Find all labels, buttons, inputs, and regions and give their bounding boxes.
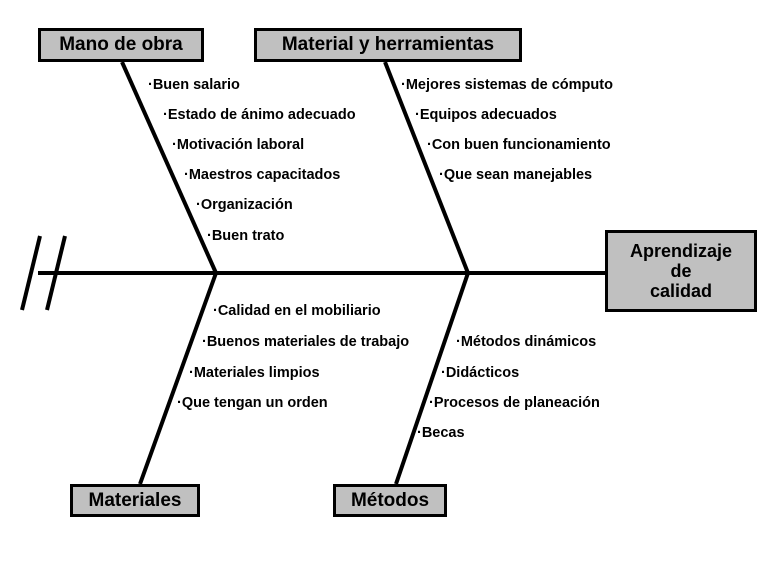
cause-materiales-2: ·Buenos materiales de trabajo — [202, 334, 410, 350]
bone-material-y-herramientas — [383, 61, 470, 274]
cause-materiales-4: ·Que tengan un orden — [177, 395, 328, 411]
tail-stroke-1 — [20, 235, 42, 311]
effect-label-line-1: Aprendizaje — [629, 240, 733, 261]
bone-mano-de-obra — [120, 61, 218, 274]
cause-material-y-herramientas-2: ·Equipos adecuados — [415, 107, 557, 123]
cause-mano-de-obra-4: ·Maestros capacitados — [184, 167, 341, 183]
cause-material-y-herramientas-3: ·Con buen funcionamiento — [427, 137, 611, 153]
effect-label-line-3: calidad — [649, 281, 713, 302]
effect-box-aprendizaje-de-calidad[interactable]: Aprendizaje de calidad — [605, 230, 757, 312]
cause-mano-de-obra-2: ·Estado de ánimo adecuado — [163, 107, 356, 123]
cause-materiales-3: ·Materiales limpios — [189, 365, 320, 381]
cause-mano-de-obra-3: ·Motivación laboral — [172, 137, 305, 153]
bone-metodos — [394, 272, 470, 485]
category-label-metodos: Métodos — [350, 489, 430, 511]
category-label-material-y-herramientas: Material y herramientas — [281, 34, 495, 56]
cause-metodos-1: ·Métodos dinámicos — [456, 334, 597, 350]
category-label-mano-de-obra: Mano de obra — [59, 34, 183, 56]
effect-label-line-2: de — [670, 260, 692, 281]
effect-box-label: Aprendizaje de calidad — [630, 241, 732, 301]
cause-materiales-1: ·Calidad en el mobiliario — [213, 303, 381, 319]
cause-material-y-herramientas-4: ·Que sean manejables — [439, 167, 593, 183]
cause-mano-de-obra-6: ·Buen trato — [207, 228, 285, 244]
cause-metodos-3: ·Procesos de planeación — [429, 395, 600, 411]
tail-stroke-2 — [45, 235, 67, 311]
category-box-material-y-herramientas[interactable]: Material y herramientas — [254, 28, 522, 62]
cause-material-y-herramientas-1: ·Mejores sistemas de cómputo — [401, 77, 613, 93]
cause-metodos-2: ·Didácticos — [441, 365, 520, 381]
category-box-metodos[interactable]: Métodos — [333, 484, 447, 517]
cause-mano-de-obra-1: ·Buen salario — [148, 77, 240, 93]
cause-metodos-4: ·Becas — [417, 425, 465, 441]
category-label-materiales: Materiales — [88, 489, 182, 511]
category-box-mano-de-obra[interactable]: Mano de obra — [38, 28, 204, 62]
cause-mano-de-obra-5: ·Organización — [196, 197, 293, 213]
bone-materiales — [138, 272, 218, 485]
category-box-materiales[interactable]: Materiales — [70, 484, 200, 517]
